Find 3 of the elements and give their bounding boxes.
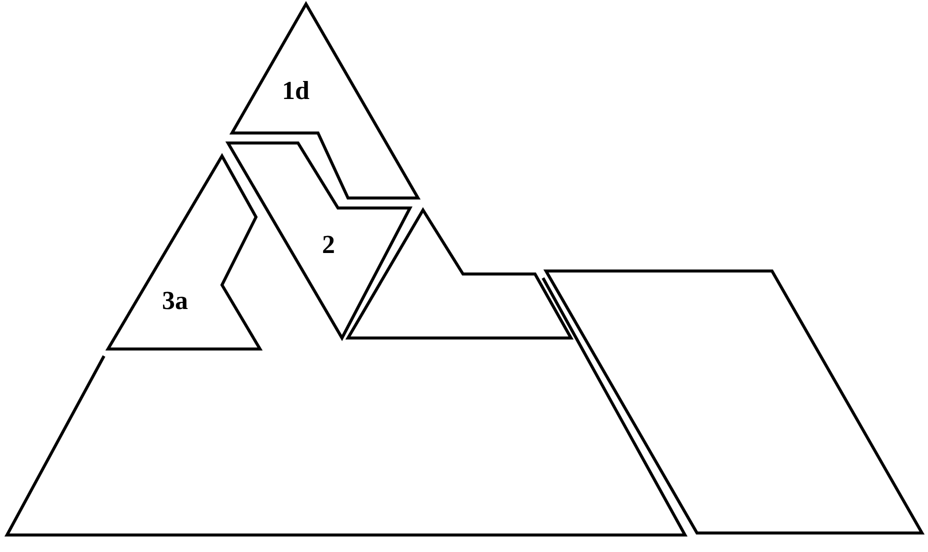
piece-label: 1d bbox=[282, 78, 310, 104]
piece-label: 2 bbox=[322, 232, 335, 258]
piece-label: 3a bbox=[162, 288, 188, 314]
